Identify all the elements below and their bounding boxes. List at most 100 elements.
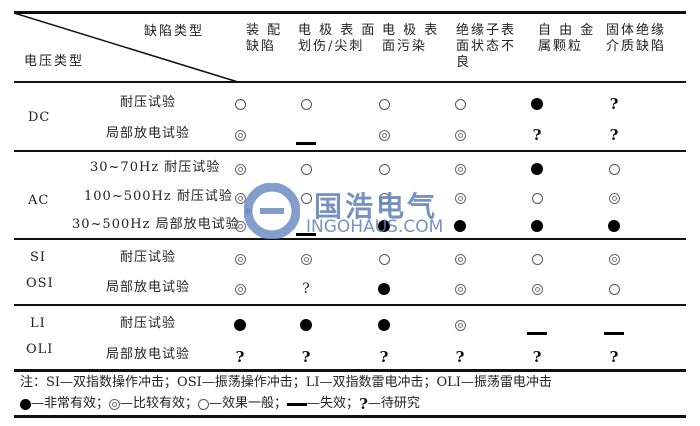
table-cell: [450, 251, 470, 267]
table-cell: [450, 218, 470, 234]
open-circle-icon: [300, 192, 312, 204]
question-icon: ?: [455, 348, 465, 366]
column-header-free-metal-particle: 自 由 金属颗粒: [538, 23, 596, 54]
table-cell: [374, 190, 394, 206]
table-cell: ?: [527, 126, 547, 144]
question-icon: ?: [609, 348, 619, 366]
double-circle-icon: [300, 253, 312, 265]
double-circle-icon: [531, 283, 543, 295]
filled-circle-icon: [378, 220, 390, 232]
filled-circle-icon: [531, 98, 543, 110]
question-icon: ?: [532, 348, 542, 366]
double-circle-icon: [454, 163, 466, 175]
voltage-label-dc: DC: [28, 110, 51, 125]
voltage-label-li: LI: [30, 316, 46, 331]
question-icon: ?: [609, 126, 619, 144]
table-cell: [296, 161, 316, 177]
table-top-rule: [14, 11, 686, 14]
table-cell: [604, 325, 624, 341]
table-cell: ?: [604, 348, 624, 366]
table-cell: ?: [374, 348, 394, 366]
test-label: 耐压试验: [120, 316, 177, 331]
double-circle-icon: [234, 163, 246, 175]
table-cell: ?: [296, 281, 316, 297]
voltage-label-oli: OLI: [26, 342, 54, 357]
test-label: 局部放电试验: [106, 280, 191, 295]
table-cell: [230, 251, 250, 267]
open-circle-icon: [608, 283, 620, 295]
defect-type-label: 缺陷类型: [144, 24, 205, 39]
filled-circle-icon: [378, 319, 390, 331]
table-cell: [450, 190, 470, 206]
table-cell: [450, 161, 470, 177]
table-cell: [230, 218, 250, 234]
legend-dash-icon: [287, 402, 308, 406]
table-cell: [296, 251, 316, 267]
table-cell: [296, 190, 316, 206]
legend-text: —效果一般；: [209, 396, 288, 411]
defect-detection-table: 缺陷类型 电压类型 装 配缺陷 电 极 表 面划伤/尖刺 电 极 表面污染 绝缘…: [14, 0, 686, 426]
legend-text: —待研究: [367, 396, 420, 411]
column-header-electrode-contamination: 电 极 表面污染: [382, 23, 440, 54]
table-cell: [374, 281, 394, 297]
header-diagonal-line: [14, 12, 239, 83]
test-label: 30~70Hz 耐压试验: [90, 160, 221, 175]
open-circle-icon: [300, 98, 312, 110]
test-label: 局部放电试验: [106, 126, 191, 141]
abbreviation-note: 注：SI—双指数操作冲击；OSI—振荡操作冲击；LI—双指数雷电冲击；OLI—振…: [20, 375, 552, 390]
table-cell: [604, 161, 624, 177]
legend-open-circle-icon: [198, 398, 210, 410]
table-cell: [450, 96, 470, 112]
open-circle-icon: [378, 253, 390, 265]
table-cell: [450, 317, 470, 333]
question-icon: ?: [302, 281, 310, 297]
open-circle-icon: [531, 192, 543, 204]
double-circle-icon: [234, 129, 246, 141]
table-cell: [527, 281, 547, 297]
dash-icon: [296, 141, 316, 145]
table-cell: [230, 281, 250, 297]
voltage-label-osi: OSI: [26, 276, 54, 291]
column-header-insulator-surface: 绝缘子表面状态不良: [456, 23, 517, 70]
test-label: 耐压试验: [120, 95, 177, 110]
table-cell: [230, 161, 250, 177]
filled-circle-icon: [531, 163, 543, 175]
double-circle-icon: [234, 192, 246, 204]
table-cell: [527, 325, 547, 341]
table-cell: [527, 218, 547, 234]
open-circle-icon: [454, 98, 466, 110]
header-bottom-rule: [14, 81, 686, 83]
table-cell: ?: [296, 348, 316, 366]
legend-text: —非常有效；: [31, 396, 110, 411]
table-cell: [374, 96, 394, 112]
table-cell: [604, 218, 624, 234]
voltage-label-si: SI: [30, 250, 47, 265]
dash-icon: [527, 331, 547, 335]
table-cell: [296, 96, 316, 112]
table-cell: [527, 251, 547, 267]
double-circle-icon: [234, 220, 246, 232]
table-cell: [604, 251, 624, 267]
table-cell: [230, 127, 250, 143]
open-circle-icon: [378, 192, 390, 204]
filled-circle-icon: [608, 220, 620, 232]
voltage-label-ac: AC: [28, 193, 50, 208]
legend-double-circle-icon: [109, 398, 121, 410]
open-circle-icon: [608, 163, 620, 175]
test-label: 100~500Hz 耐压试验: [84, 189, 233, 204]
column-header-solid-insulation-defect: 固体绝缘介质缺陷: [606, 23, 667, 54]
open-circle-icon: [378, 98, 390, 110]
double-circle-icon: [454, 253, 466, 265]
question-icon: ?: [532, 126, 542, 144]
column-header-assembly-defect: 装 配缺陷: [246, 23, 283, 54]
table-cell: ?: [450, 348, 470, 366]
double-circle-icon: [454, 319, 466, 331]
voltage-type-label: 电压类型: [24, 54, 85, 69]
dash-icon: [296, 232, 316, 236]
legend-question-icon: ?: [359, 395, 368, 413]
table-cell: ?: [527, 348, 547, 366]
open-circle-icon: [300, 163, 312, 175]
double-circle-icon: [234, 283, 246, 295]
double-circle-icon: [234, 253, 246, 265]
filled-circle-icon: [454, 220, 466, 232]
